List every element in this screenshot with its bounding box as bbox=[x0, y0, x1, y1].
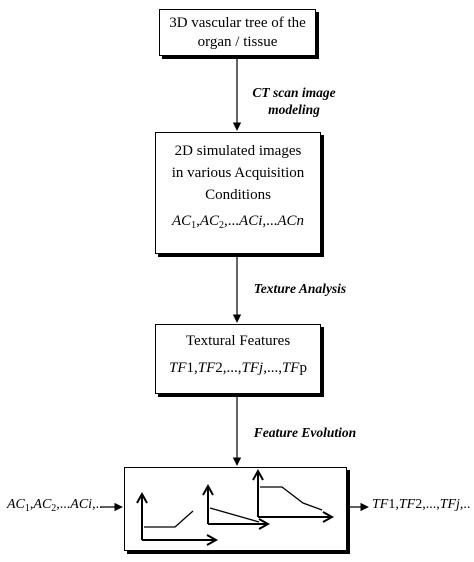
textural-features-box: Textural Features TF1,TF2,...,TFj,...,TF… bbox=[155, 324, 321, 394]
simulated-line3: Conditions bbox=[205, 187, 271, 203]
output-features-text: TF1,TF2,...,TFj,.. bbox=[372, 497, 471, 512]
acquisition-conditions-seq: AC1,AC2,...ACi,...ACn bbox=[171, 213, 305, 231]
tree-model-line2: organ / tissue bbox=[197, 34, 278, 50]
textural-features-seq: TF1,TF2,...,TFj,...,TFp bbox=[169, 360, 307, 376]
evolution-plot-3 bbox=[252, 468, 335, 523]
tree-model-line1: 3D vascular tree of the bbox=[169, 15, 306, 31]
ct-modeling-label: CT scan image modeling bbox=[234, 84, 354, 118]
input-conditions-text: AC1,AC2,...ACi,.. bbox=[7, 497, 103, 514]
textural-features-title: Textural Features bbox=[185, 333, 291, 349]
evolution-plot-1 bbox=[136, 491, 219, 546]
ct-modeling-line1: CT scan image bbox=[252, 85, 336, 100]
ct-modeling-line2: modeling bbox=[268, 102, 320, 117]
simulated-images-box: 2D simulated images in various Acquisiti… bbox=[155, 132, 321, 254]
texture-analysis-label: Texture Analysis bbox=[253, 281, 347, 296]
simulated-line1: 2D simulated images bbox=[174, 143, 302, 159]
evolution-plot-2 bbox=[202, 483, 271, 530]
feature-evolution-label: Feature Evolution bbox=[253, 425, 357, 440]
feature-evolution-box bbox=[124, 467, 347, 551]
tree-model-box: 3D vascular tree of the organ / tissue bbox=[159, 9, 316, 56]
simulated-line2: in various Acquisition bbox=[171, 165, 305, 181]
